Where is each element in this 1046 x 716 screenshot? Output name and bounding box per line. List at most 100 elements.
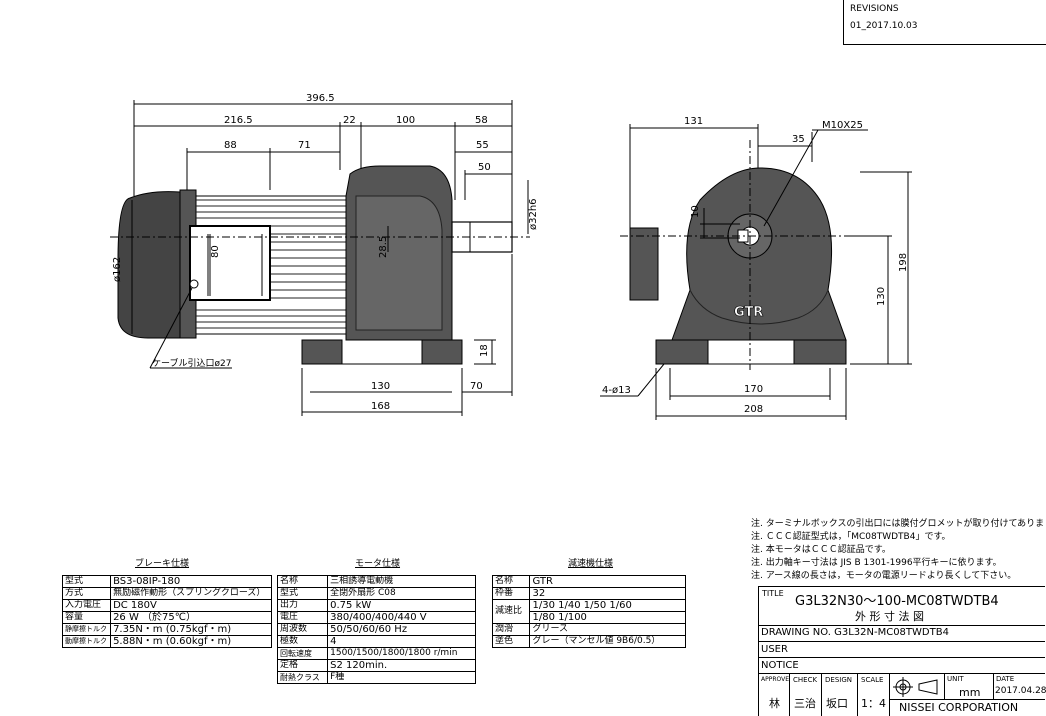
date-value: 2017.04.28 — [995, 686, 1046, 696]
dim-35: 35 — [792, 134, 805, 145]
side-view — [110, 100, 530, 416]
motor-spec-title: モータ仕様 — [355, 559, 401, 569]
title-label: TITLE — [762, 589, 784, 598]
dim-55: 55 — [476, 140, 489, 151]
table-row: 方式無励磁作動形（スプリングクローズ） — [61, 587, 272, 600]
dim-h198: 198 — [898, 253, 909, 272]
front-view — [600, 124, 912, 420]
dim-foot-70: 70 — [470, 381, 483, 392]
dim-88: 88 — [224, 140, 237, 151]
spec-key: 方式 — [61, 587, 112, 600]
spec-value: 4 — [327, 635, 476, 648]
dim-body-dia: ø162 — [112, 257, 123, 282]
dim-tb-height: 80 — [210, 245, 221, 258]
spec-value: 全閉外扇形 C08 — [327, 587, 476, 600]
note-line: 注. アース線の長さは，モータの電源リードより長くして下さい。 — [751, 571, 1017, 581]
scale-value: 1：4 — [861, 697, 886, 710]
designer: 坂口 — [826, 697, 848, 710]
user-label: USER — [761, 644, 788, 655]
approver: 林 — [769, 697, 780, 710]
dim-w170: 170 — [744, 384, 763, 395]
spec-key: 減速比 — [491, 599, 531, 624]
dim-center: 28.5 — [378, 236, 389, 258]
revisions-box: REVISIONS 01_2017.10.03 — [843, 0, 1046, 45]
spec-value: グレー（マンセル値 9B6/0.5） — [529, 635, 686, 648]
spec-value: 1/80 1/100 — [529, 611, 686, 624]
spec-value: 三相誘導電動機 — [327, 575, 476, 588]
spec-value: 5.88N・m (0.60kgf・m) — [110, 635, 272, 648]
gtr-logo: GTR — [734, 305, 763, 320]
revisions-title: REVISIONS — [850, 4, 899, 14]
dim-w131: 131 — [684, 116, 703, 127]
spec-key: 枠番 — [491, 587, 531, 600]
dim-w208: 208 — [744, 404, 763, 415]
note-line: 注. ＣＣＣ認証型式は，「MC08TWDTB4」です。 — [751, 532, 951, 542]
dim-50: 50 — [478, 162, 491, 173]
spec-value: 380/400/400/440 V — [327, 611, 476, 624]
dim-71: 71 — [298, 140, 311, 151]
dim-right: 58 — [475, 115, 488, 126]
spec-key: 名称 — [491, 575, 531, 588]
title-block: TITLE G3L32N30～100-MC08TWDTB4 外 形 寸 法 図 … — [758, 586, 1046, 716]
notes: 注. ターミナルボックスの引出口には膜付グロメットが取り付けてあります。 注. … — [751, 518, 1043, 583]
spec-value: 無励磁作動形（スプリングクローズ） — [110, 587, 272, 600]
dim-h130: 130 — [876, 287, 887, 306]
spec-value: S2 120min. — [327, 659, 476, 672]
company-name: NISSEI CORPORATION — [899, 701, 1019, 714]
spec-key: 極数 — [276, 635, 329, 648]
table-row: 1/80 1/100 — [493, 611, 686, 624]
spec-key: 静摩擦トルク — [61, 623, 112, 636]
spec-value: 1/30 1/40 1/50 1/60 — [529, 599, 686, 612]
design-label: DESIGN — [825, 676, 852, 684]
spec-key: 型式 — [61, 575, 112, 588]
spec-key: 名称 — [276, 575, 329, 588]
table-row: 潤滑グリース — [491, 623, 686, 636]
projection-symbol-icon — [893, 677, 938, 697]
drawing-canvas: 396.5 216.5 22 100 58 88 71 55 50 ø32h6 … — [110, 93, 912, 420]
dim-overall: 396.5 — [306, 93, 335, 104]
unit-label: UNIT — [947, 675, 964, 683]
approve-label: APPROVE — [761, 676, 790, 683]
notice-label: NOTICE — [761, 660, 799, 671]
dim-shaft-dia: ø32h6 — [528, 198, 539, 230]
note-line: 注. 本モータはＣＣＣ認証品です。 — [751, 545, 891, 555]
spec-key: 定格 — [276, 659, 329, 672]
drawing-title: G3L32N30～100-MC08TWDTB4 — [795, 594, 999, 609]
table-row: 名称三相誘導電動機 — [276, 575, 476, 588]
spec-value: グリース — [529, 623, 686, 636]
spec-key: 塗色 — [491, 635, 531, 648]
dim-foot-130: 130 — [371, 381, 390, 392]
dim-10: 10 — [690, 205, 701, 218]
dim-foot-h: 18 — [479, 344, 490, 357]
spec-key: 潤滑 — [491, 623, 531, 636]
table-row: 型式全閉外扇形 C08 — [276, 587, 476, 600]
spec-key: 周波数 — [276, 623, 329, 636]
spec-value: DC 180V — [110, 599, 272, 612]
spec-value: 26 W （於75℃） — [110, 611, 272, 624]
date-label: DATE — [996, 675, 1015, 683]
spec-key: 型式 — [276, 587, 329, 600]
hole-spec: 4-ø13 — [602, 385, 631, 396]
scale-label: SCALE — [861, 676, 884, 684]
spec-key: 耐熱クラス — [276, 671, 329, 684]
drawing-number: DRAWING NO. G3L32N-MC08TWDTB4 — [761, 627, 949, 638]
drawing-subtitle: 外 形 寸 法 図 — [855, 610, 924, 623]
unit-value: mm — [959, 686, 981, 699]
spec-value: 1500/1500/1800/1800 r/min — [327, 647, 476, 660]
dim-mid: 100 — [396, 115, 415, 126]
note-line: 注. 出力軸キー寸法は JIS B 1301-1996平行キーに依ります。 — [751, 558, 1002, 568]
